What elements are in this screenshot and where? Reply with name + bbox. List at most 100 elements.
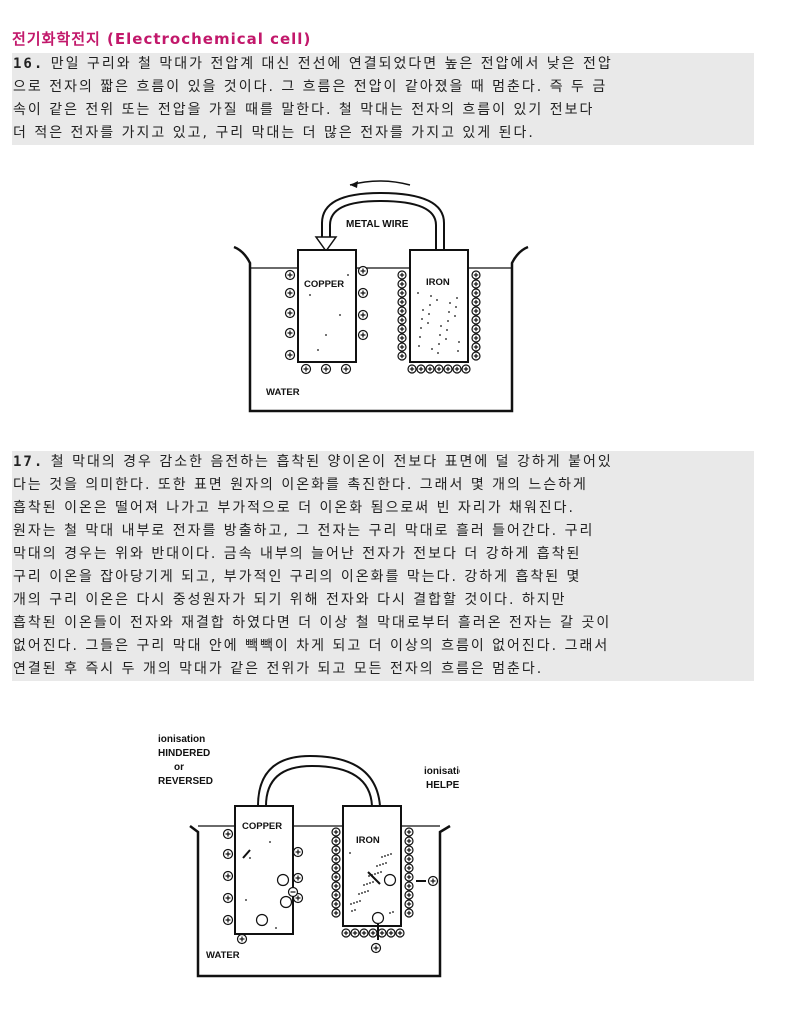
paragraph-number: 16. — [13, 56, 45, 72]
water-label: WATER — [206, 950, 240, 961]
positive-ion-icon — [284, 327, 296, 339]
positive-ion-icon — [397, 342, 407, 352]
electron-dot — [374, 873, 376, 875]
atom-icon — [371, 911, 385, 925]
positive-ion-icon — [471, 333, 481, 343]
electron-dot — [358, 893, 360, 895]
positive-ion-icon — [471, 288, 481, 298]
electron-dot — [446, 329, 448, 331]
positive-ion-icon — [397, 279, 407, 289]
positive-ion-icon — [222, 914, 234, 926]
electron-dot — [455, 306, 457, 308]
positive-ion-icon — [471, 324, 481, 334]
positive-ion-icon — [377, 928, 387, 938]
positive-ion-icon — [397, 351, 407, 361]
paragraph-line: 속이 같은 전위 또는 전압을 가질 때를 말한다. 철 막대는 전자의 흐름이… — [12, 99, 754, 122]
electron-dot — [456, 297, 458, 299]
left-note-line-2: HINDERED — [158, 748, 210, 759]
electron-dot — [428, 313, 430, 315]
electron-dot — [347, 274, 349, 276]
beaker-outline — [233, 245, 529, 413]
electron-dot — [309, 294, 311, 296]
paragraph-line: 더 적은 전자를 가지고 있고, 구리 막대는 더 많은 전자를 가지고 있게 … — [12, 122, 754, 145]
positive-ion-icon — [331, 854, 341, 864]
electron-dot — [354, 909, 356, 911]
electron-dot — [447, 320, 449, 322]
positive-ion-icon — [404, 854, 414, 864]
positive-ion-icon — [370, 942, 382, 954]
positive-ion-icon — [397, 297, 407, 307]
positive-ion-icon — [292, 892, 304, 904]
document-title: 전기화학전지 (Electrochemical cell) — [12, 30, 312, 48]
electron-dot — [245, 899, 247, 901]
electron-dot — [392, 911, 394, 913]
electron-dot — [381, 856, 383, 858]
electron-dot — [349, 852, 351, 854]
positive-ion-icon — [471, 342, 481, 352]
paragraph-line: 다는 것을 의미한다. 또한 표면 원자의 이온화를 촉진한다. 그래서 몇 개… — [12, 474, 754, 497]
metal-wire — [257, 754, 381, 807]
positive-ion-icon — [471, 306, 481, 316]
positive-ion-icon — [443, 364, 453, 374]
iron-bar — [342, 805, 402, 927]
positive-ion-icon — [368, 928, 378, 938]
positive-ion-icon — [404, 836, 414, 846]
positive-ion-icon — [236, 933, 248, 945]
copper-label: COPPER — [304, 279, 344, 290]
electron-dot — [384, 855, 386, 857]
metal-wire — [321, 191, 445, 257]
positive-ion-icon — [222, 828, 234, 840]
electron-dot — [368, 875, 370, 877]
positive-ion-icon — [397, 315, 407, 325]
electron-dot — [367, 890, 369, 892]
positive-ion-icon — [331, 872, 341, 882]
positive-ion-icon — [386, 928, 396, 938]
movement-arrow — [367, 871, 381, 885]
positive-ion-icon — [341, 928, 351, 938]
positive-ion-icon — [404, 908, 414, 918]
electron-dot — [458, 341, 460, 343]
electron-dot — [449, 302, 451, 304]
positive-ion-icon — [292, 872, 304, 884]
positive-ion-icon — [222, 848, 234, 860]
positive-ion-icon — [471, 315, 481, 325]
electron-dot — [439, 334, 441, 336]
electron-dot — [436, 299, 438, 301]
positive-ion-icon — [404, 890, 414, 900]
positive-ion-icon — [404, 872, 414, 882]
positive-ion-icon — [284, 307, 296, 319]
positive-ion-icon — [397, 324, 407, 334]
paragraph-line: 원자는 철 막대 내부로 전자를 방출하고, 그 전자는 구리 막대로 흘러 들… — [12, 520, 754, 543]
electron-dot — [249, 857, 251, 859]
atom-icon — [255, 913, 269, 927]
positive-ion-icon — [331, 863, 341, 873]
electron-dot — [369, 882, 371, 884]
paragraph-line: 연결된 후 즉시 두 개의 막대가 같은 전위가 되고 모든 전자의 흐름은 멈… — [12, 658, 754, 681]
paragraph-text: 철 막대의 경우 감소한 음전하는 흡착된 양이온이 전보다 표면에 덜 강하게… — [50, 454, 613, 470]
electron-dot — [351, 910, 353, 912]
copper-bar — [297, 249, 357, 363]
paragraph-line: 흡착된 이온은 떨어져 나가고 부가적으로 더 이온화 됨으로써 빈 자리가 채… — [12, 497, 754, 520]
positive-ion-icon — [357, 265, 369, 277]
electron-dot — [317, 349, 319, 351]
paragraph-line: 개의 구리 이온은 다시 중성원자가 되기 위해 전자와 다시 결합할 것이다.… — [12, 589, 754, 612]
paragraph-16: 16. 만일 구리와 철 막대가 전압계 대신 전선에 연결되었다면 높은 전압… — [12, 53, 754, 145]
electron-dot — [420, 327, 422, 329]
paragraph-line: 없어진다. 그들은 구리 막대 안에 빽빽이 차게 되고 더 이상의 흐름이 없… — [12, 635, 754, 658]
positive-ion-icon — [320, 363, 332, 375]
positive-ion-icon — [471, 270, 481, 280]
electron-dot — [269, 841, 271, 843]
electron-dot — [438, 343, 440, 345]
electron-dot — [325, 334, 327, 336]
figure-copper-iron-cell: METAL WIRE COPPER IRON WATER — [230, 175, 540, 420]
paragraph-line: 16. 만일 구리와 철 막대가 전압계 대신 전선에 연결되었다면 높은 전압… — [12, 53, 754, 76]
electron-dot — [361, 892, 363, 894]
positive-ion-icon — [397, 270, 407, 280]
paragraph-line: 17. 철 막대의 경우 감소한 음전하는 흡착된 양이온이 전보다 표면에 덜… — [12, 451, 754, 474]
positive-ion-icon — [222, 870, 234, 882]
atom-icon — [383, 873, 397, 887]
positive-ion-icon — [350, 928, 360, 938]
electron-dot — [417, 292, 419, 294]
electron-dot — [379, 864, 381, 866]
electron-dot — [418, 345, 420, 347]
